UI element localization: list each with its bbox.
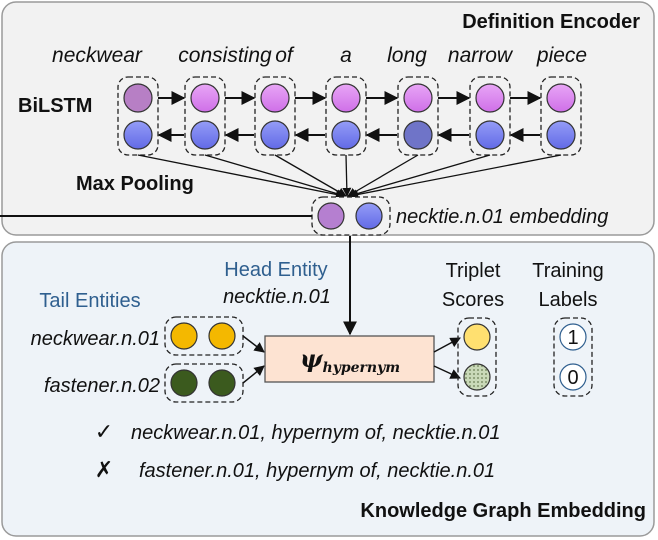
embedding-label: necktie.n.01 embedding — [396, 206, 608, 228]
backward-cell — [260, 120, 290, 150]
tail-entities-title: Tail Entities — [39, 290, 140, 312]
forward-cell — [260, 83, 290, 113]
max-pooling-label: Max Pooling — [76, 173, 194, 195]
word-token: piece — [536, 44, 587, 67]
definition-embedding — [311, 196, 391, 236]
label-cell — [559, 323, 587, 351]
entity-cell — [208, 369, 236, 397]
entity-cell — [208, 322, 236, 350]
head-entity-value: necktie.n.01 — [223, 286, 331, 308]
bilstm-cells — [117, 76, 582, 156]
label-value: 0 — [567, 367, 578, 389]
word-token: narrow — [448, 44, 514, 67]
forward-cell — [403, 83, 433, 113]
definition-encoder-title: Definition Encoder — [462, 11, 640, 33]
lstm-cell-group — [540, 76, 582, 156]
lstm-cell-group — [325, 76, 367, 156]
word-token: consisting — [178, 44, 272, 67]
tail-to-scorer-arrows — [242, 335, 265, 384]
backward-cell — [123, 120, 153, 150]
example-triplet: neckwear.n.01, hypernym of, necktie.n.01 — [131, 422, 500, 444]
triplet-scores-title: Triplet — [446, 260, 501, 282]
lstm-cell-group — [254, 76, 296, 156]
training-labels: 1 0 — [553, 317, 593, 397]
bilstm-label: BiLSTM — [18, 95, 92, 117]
tail-entity-name: fastener.n.02 — [44, 375, 160, 397]
checkmark-icon: ✓ — [95, 420, 113, 445]
label-value: 1 — [567, 327, 578, 349]
backward-cell — [475, 120, 505, 150]
training-labels-title: Training — [532, 260, 604, 282]
triplet-scores — [457, 317, 497, 397]
word-token: a — [340, 44, 352, 67]
cross-icon: ✗ — [95, 458, 113, 483]
forward-cell — [190, 83, 220, 113]
score-cell — [463, 323, 491, 351]
embedding-cell — [355, 202, 383, 230]
example-triplet: fastener.n.01, hypernym of, necktie.n.01 — [139, 460, 495, 482]
word-token: long — [387, 44, 427, 67]
word-token: of — [275, 44, 295, 67]
entity-cell — [170, 369, 198, 397]
forward-cell — [546, 83, 576, 113]
triplet-scores-title: Scores — [442, 289, 504, 311]
backward-cell — [331, 120, 361, 150]
embedding-cell — [317, 202, 345, 230]
forward-cell — [331, 83, 361, 113]
score-cell — [463, 363, 491, 391]
training-labels-title: Labels — [539, 289, 598, 311]
kg-embedding-panel — [1, 241, 655, 537]
lstm-cell-group — [117, 76, 159, 156]
lstm-cell-group — [469, 76, 511, 156]
pooling-arrows — [137, 154, 562, 199]
label-cell — [559, 363, 587, 391]
forward-cell — [123, 83, 153, 113]
backward-cell — [546, 120, 576, 150]
lstm-cell-group — [397, 76, 439, 156]
backward-cell — [190, 120, 220, 150]
lstm-cell-group — [184, 76, 226, 156]
scorer-symbol: ψhypernym — [300, 344, 400, 376]
word-token: neckwear — [52, 44, 143, 67]
head-entity-title: Head Entity — [224, 259, 327, 281]
entity-cell — [170, 322, 198, 350]
hypernym-scorer: ψhypernym — [264, 335, 435, 383]
tail-entity-name: neckwear.n.01 — [31, 328, 160, 350]
backward-cell — [403, 120, 433, 150]
scorer-to-score-arrows — [433, 337, 461, 379]
kg-embedding-title: Knowledge Graph Embedding — [360, 500, 646, 522]
forward-cell — [475, 83, 505, 113]
scorer-subscript: hypernym — [323, 360, 401, 376]
